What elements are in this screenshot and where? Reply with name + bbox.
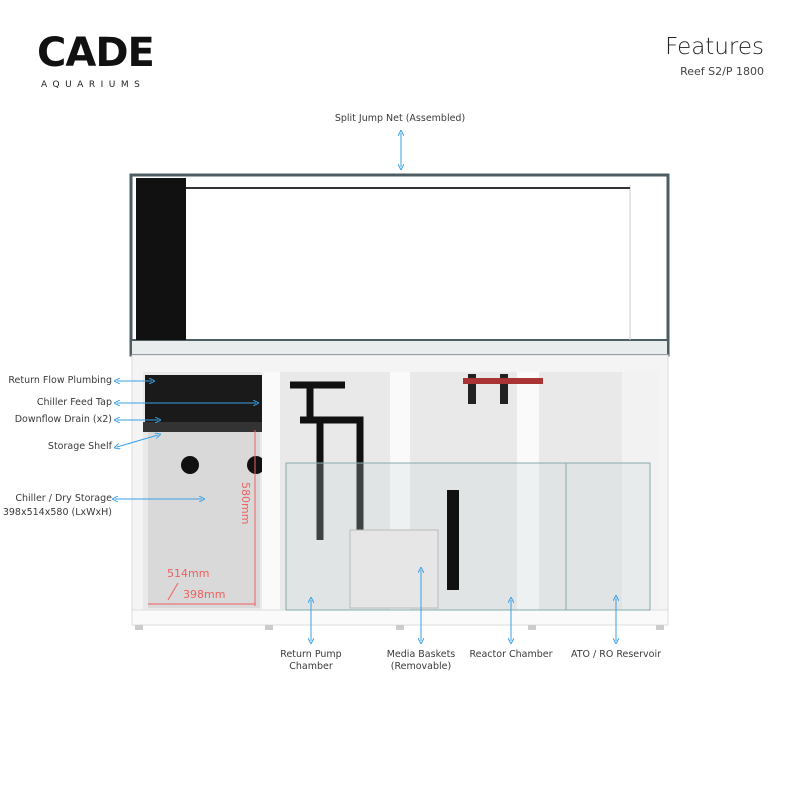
logo-subtitle: AQUARIUMS (41, 80, 146, 90)
label-split-jump-net: Split Jump Net (Assembled) (334, 113, 466, 124)
label-line: ATO / RO Reservoir (570, 649, 662, 660)
label-chiller-feed-tap: Chiller Feed Tap (36, 397, 112, 408)
display-tank (129, 173, 670, 357)
logo-wordmark: CADE (37, 30, 155, 76)
label-line: Media Baskets (386, 649, 456, 660)
label-media-baskets: Media Baskets(Removable) (361, 649, 481, 673)
overflow-box (136, 178, 186, 340)
height-dimension: 580mm (239, 482, 252, 525)
label-ato-ro-reservoir: ATO / RO Reservoir (556, 649, 676, 661)
dimension-lines (148, 430, 256, 606)
label-storage-dimensions: 398x514x580 (LxWxH) (2, 507, 112, 518)
storage-shelf (143, 422, 265, 432)
sump (285, 462, 651, 611)
callout-arrows (115, 133, 616, 641)
label-line: (Removable) (390, 661, 452, 672)
page-title: Features (665, 34, 764, 60)
width-dimension: 514mm (167, 567, 210, 580)
label-line: Return Pump (280, 649, 342, 660)
cade-logo: CADE AQUARIUMS (37, 29, 155, 91)
label-storage-shelf: Storage Shelf (47, 441, 112, 452)
label-line: Reactor Chamber (469, 649, 553, 660)
model-name: Reef S2/P 1800 (680, 65, 764, 78)
label-chiller-dry-storage: Chiller / Dry Storage (15, 493, 112, 504)
label-line: Chamber (289, 661, 333, 672)
length-dimension: 398mm (183, 588, 226, 601)
label-reactor-chamber: Reactor Chamber (451, 649, 571, 661)
label-downflow-drain: Downflow Drain (x2) (14, 414, 112, 425)
label-return-flow-plumbing: Return Flow Plumbing (8, 375, 112, 386)
